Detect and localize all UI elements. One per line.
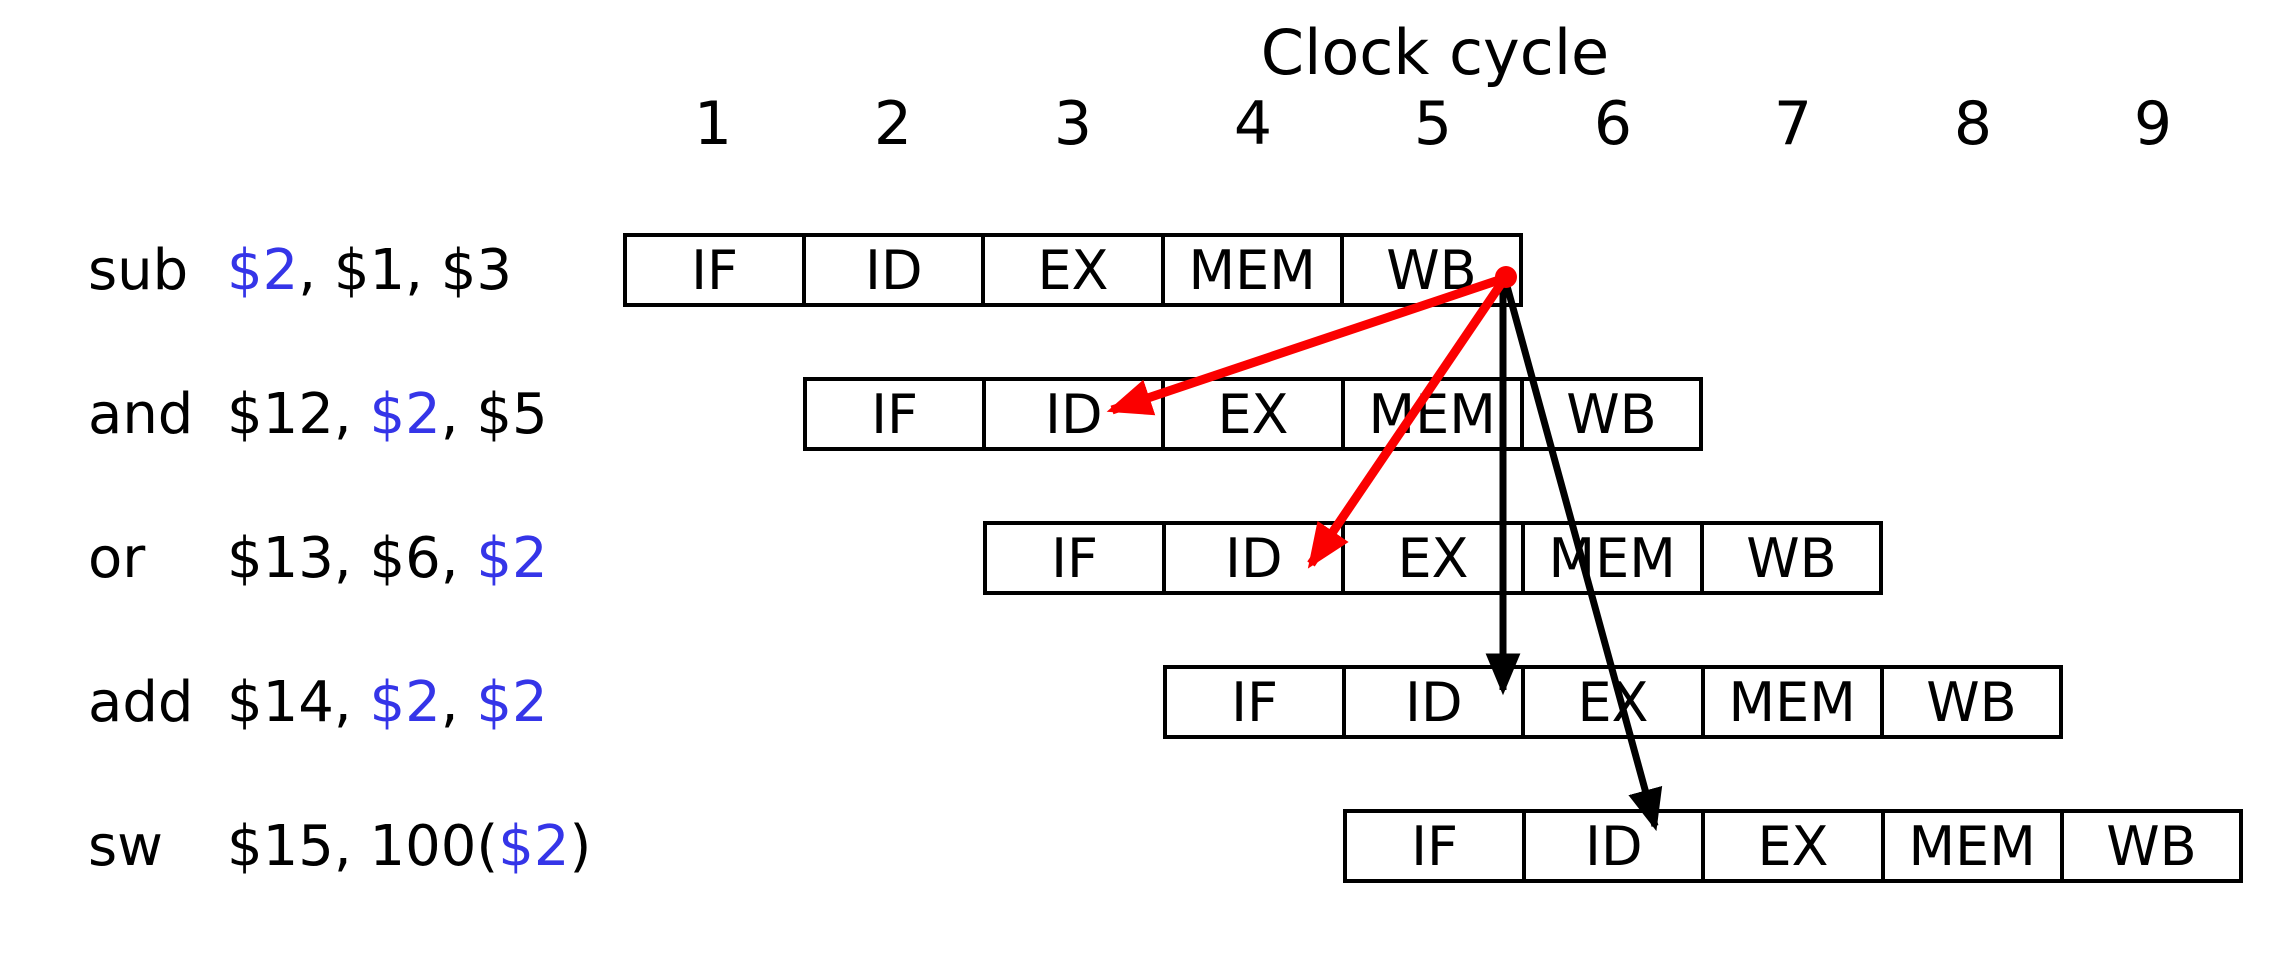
stage-cell-and-id: ID [982, 381, 1161, 447]
register-highlight: $2 [369, 381, 441, 447]
cycle-number-9: 9 [2133, 89, 2173, 159]
operands-add: $14, $2, $2 [227, 670, 548, 735]
operand-text: $12, [227, 381, 370, 447]
stage-cell-and-mem: MEM [1340, 381, 1520, 447]
instruction-label-and: and $12, $2, $5 [0, 377, 620, 451]
pipeline-row-sub: IF ID EX MEM WB [623, 233, 1523, 307]
stage-cell-or-wb: WB [1699, 525, 1879, 591]
cycle-number-7: 7 [1773, 89, 1813, 159]
mnemonic-sw: sw [88, 813, 163, 879]
stage-cell-or-id: ID [1162, 525, 1341, 591]
mnemonic-sub: sub [88, 237, 189, 303]
operand-text: $14, [227, 669, 370, 735]
cycle-number-5: 5 [1413, 89, 1453, 159]
stage-cell-sw-mem: MEM [1880, 813, 2060, 879]
register-highlight: $2 [369, 669, 441, 735]
stage-cell-sw-ex: EX [1701, 813, 1880, 879]
operands-sub: $2, $1, $3 [227, 238, 512, 303]
stage-cell-and-if: IF [871, 382, 919, 446]
instruction-label-sw: sw $15, 100($2) [0, 809, 620, 883]
register-highlight: $2 [227, 237, 299, 303]
stage-cell-or-if: IF [1051, 526, 1099, 590]
clock-cycle-title: Clock cycle [1260, 16, 1610, 89]
register-highlight: $2 [476, 669, 548, 735]
stage-cell-sw-wb: WB [2059, 813, 2239, 879]
stage-cell-sw-id: ID [1522, 813, 1701, 879]
register-highlight: $2 [476, 525, 548, 591]
operands-sw: $15, 100($2) [227, 814, 591, 879]
operands-and: $12, $2, $5 [227, 382, 548, 447]
mnemonic-or: or [88, 525, 146, 591]
cycle-number-8: 8 [1953, 89, 1993, 159]
pipeline-row-or: IF ID EX MEM WB [983, 521, 1883, 595]
operand-text: $15, 100( [227, 813, 499, 879]
operand-text: , $1, $3 [298, 237, 512, 303]
stage-cell-or-mem: MEM [1520, 525, 1700, 591]
stage-cell-sub-mem: MEM [1160, 237, 1340, 303]
operand-text: $13, $6, [227, 525, 477, 591]
mnemonic-and: and [88, 381, 194, 447]
stage-cell-or-ex: EX [1341, 525, 1520, 591]
stage-cell-sub-id: ID [802, 237, 981, 303]
stage-cell-add-id: ID [1342, 669, 1521, 735]
instruction-label-add: add $14, $2, $2 [0, 665, 620, 739]
stage-cell-add-ex: EX [1521, 669, 1700, 735]
stage-cell-add-if: IF [1231, 670, 1279, 734]
instruction-label-sub: sub $2, $1, $3 [0, 233, 620, 307]
cycle-number-4: 4 [1233, 89, 1273, 159]
cycle-number-2: 2 [873, 89, 913, 159]
register-highlight: $2 [498, 813, 570, 879]
stage-cell-sw-if: IF [1411, 814, 1459, 878]
operand-text: , [440, 669, 477, 735]
stage-cell-sub-if: IF [691, 238, 739, 302]
stage-cell-and-wb: WB [1519, 381, 1699, 447]
stage-cell-add-wb: WB [1879, 669, 2059, 735]
stage-cell-sub-ex: EX [981, 237, 1160, 303]
stage-cell-add-mem: MEM [1700, 669, 1880, 735]
cycle-number-3: 3 [1053, 89, 1093, 159]
stage-cell-and-ex: EX [1161, 381, 1340, 447]
pipeline-row-sw: IF ID EX MEM WB [1343, 809, 2243, 883]
cycle-number-1: 1 [693, 89, 733, 159]
instruction-label-or: or $13, $6, $2 [0, 521, 620, 595]
cycle-number-6: 6 [1593, 89, 1633, 159]
operands-or: $13, $6, $2 [227, 526, 548, 591]
pipeline-row-add: IF ID EX MEM WB [1163, 665, 2063, 739]
operand-text: ) [569, 813, 592, 879]
mnemonic-add: add [88, 669, 194, 735]
operand-text: , $5 [440, 381, 548, 447]
stage-cell-sub-wb: WB [1339, 237, 1519, 303]
pipeline-row-and: IF ID EX MEM WB [803, 377, 1703, 451]
